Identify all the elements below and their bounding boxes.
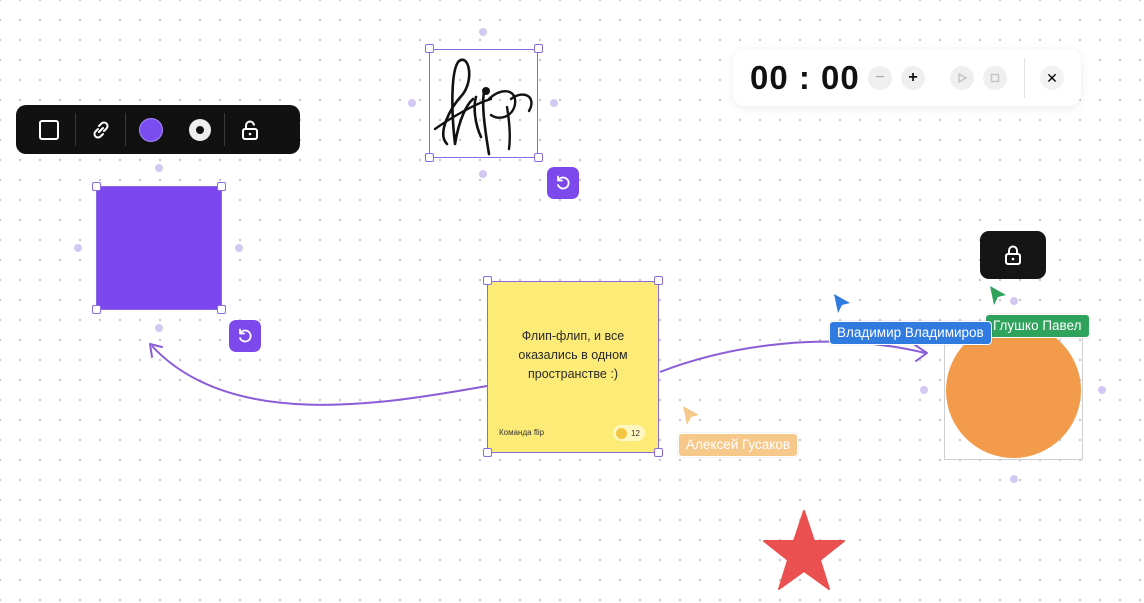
cursor-label-glushko: Глушко Павел [985, 314, 1090, 338]
cursor-arrow-icon [990, 286, 1006, 305]
unlock-icon [241, 120, 258, 140]
drawing-rotate-button[interactable] [547, 167, 579, 199]
orange-circle-shape[interactable] [946, 323, 1081, 458]
cursor-label-gusakov: Алексей Гусаков [678, 433, 798, 457]
red-star-shape[interactable] [762, 509, 846, 591]
link-icon [92, 120, 109, 139]
rotate-icon [557, 175, 570, 190]
timer-increase-button[interactable]: + [901, 66, 925, 90]
rotate-icon [239, 328, 252, 343]
purple-square-shape[interactable] [96, 186, 222, 310]
sticky-note[interactable]: Флип-флип, и все оказались в одном прост… [487, 281, 659, 453]
resize-handle[interactable] [483, 448, 492, 457]
square-selection-frame [96, 186, 222, 310]
connector-left-arrow [151, 345, 488, 406]
lock-icon [1005, 245, 1021, 265]
cursor-label-vladimirov: Владимир Владимиров [829, 321, 992, 345]
fill-color-swatch [138, 117, 163, 142]
connection-anchor[interactable] [155, 164, 163, 172]
resize-handle[interactable] [654, 448, 663, 457]
resize-handle[interactable] [483, 276, 492, 285]
connection-anchor[interactable] [235, 244, 243, 252]
stroke-color-button[interactable] [175, 105, 224, 154]
connection-anchor[interactable] [408, 99, 416, 107]
toolbar-divider [224, 113, 225, 146]
connection-anchor[interactable] [1010, 475, 1018, 483]
resize-handle[interactable] [425, 153, 434, 162]
timer-divider [1024, 58, 1025, 98]
sticky-note-text: Флип-флип, и все оказались в одном прост… [518, 329, 628, 381]
toolbar-divider [75, 113, 76, 146]
square-shape-button[interactable] [24, 105, 73, 154]
timer-decrease-button[interactable]: − [868, 66, 892, 90]
arrowhead-right [914, 344, 928, 362]
timer-play-button[interactable] [950, 66, 974, 90]
resize-handle[interactable] [534, 44, 543, 53]
square-rotate-button[interactable] [229, 320, 261, 352]
connector-right-arrow [659, 340, 926, 373]
reaction-badge[interactable]: 12 [613, 425, 645, 441]
timer-stop-button[interactable] [983, 66, 1007, 90]
connection-anchor[interactable] [479, 170, 487, 178]
resize-handle[interactable] [92, 182, 101, 191]
arrowhead-left [149, 343, 163, 358]
connection-anchor[interactable] [74, 244, 82, 252]
resize-handle[interactable] [654, 276, 663, 285]
emoji-icon [616, 427, 628, 439]
resize-handle[interactable] [425, 44, 434, 53]
connection-anchor[interactable] [1098, 386, 1106, 394]
link-button[interactable] [76, 105, 125, 154]
cursor-arrow-icon [834, 294, 850, 313]
connection-anchor[interactable] [550, 99, 558, 107]
connection-anchor[interactable] [155, 324, 163, 332]
connection-anchor[interactable] [479, 28, 487, 36]
sticky-note-author: Команда flip [499, 428, 545, 437]
shape-toolbar [16, 105, 300, 154]
unlock-button[interactable] [225, 105, 274, 154]
stroke-color-swatch [188, 118, 211, 141]
timer-widget: 00 : 00 − + ✕ [733, 49, 1081, 106]
timer-close-button[interactable]: ✕ [1040, 66, 1064, 90]
resize-handle[interactable] [217, 182, 226, 191]
sticky-selection-frame [487, 281, 659, 453]
stop-icon [990, 73, 1000, 83]
timer-display: 00 : 00 [750, 59, 860, 96]
resize-handle[interactable] [534, 153, 543, 162]
drawing-selection-frame [429, 49, 538, 158]
resize-handle[interactable] [92, 305, 101, 314]
square-icon [38, 119, 59, 140]
flip-handwriting-drawing[interactable]: flip [429, 49, 538, 158]
locked-object-badge[interactable] [980, 231, 1046, 279]
cursor-arrow-icon [683, 406, 699, 425]
connection-anchor[interactable] [1010, 297, 1018, 305]
connection-anchor[interactable] [920, 386, 928, 394]
play-icon [958, 73, 967, 83]
fill-color-button[interactable] [126, 105, 175, 154]
reaction-count: 12 [631, 428, 640, 438]
resize-handle[interactable] [217, 305, 226, 314]
toolbar-divider [125, 113, 126, 146]
